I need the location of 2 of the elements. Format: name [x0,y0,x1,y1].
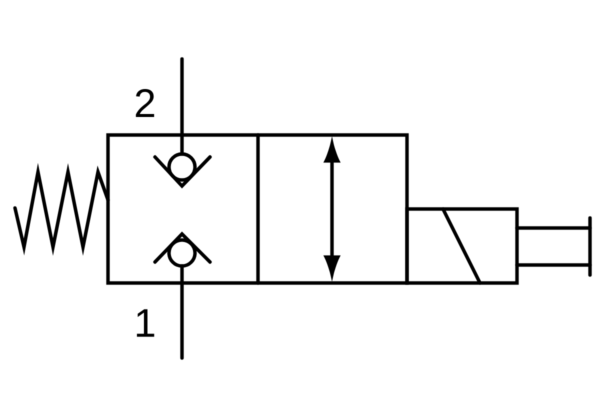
port-number: 2 [136,89,154,117]
port-number: 1 [136,309,154,337]
